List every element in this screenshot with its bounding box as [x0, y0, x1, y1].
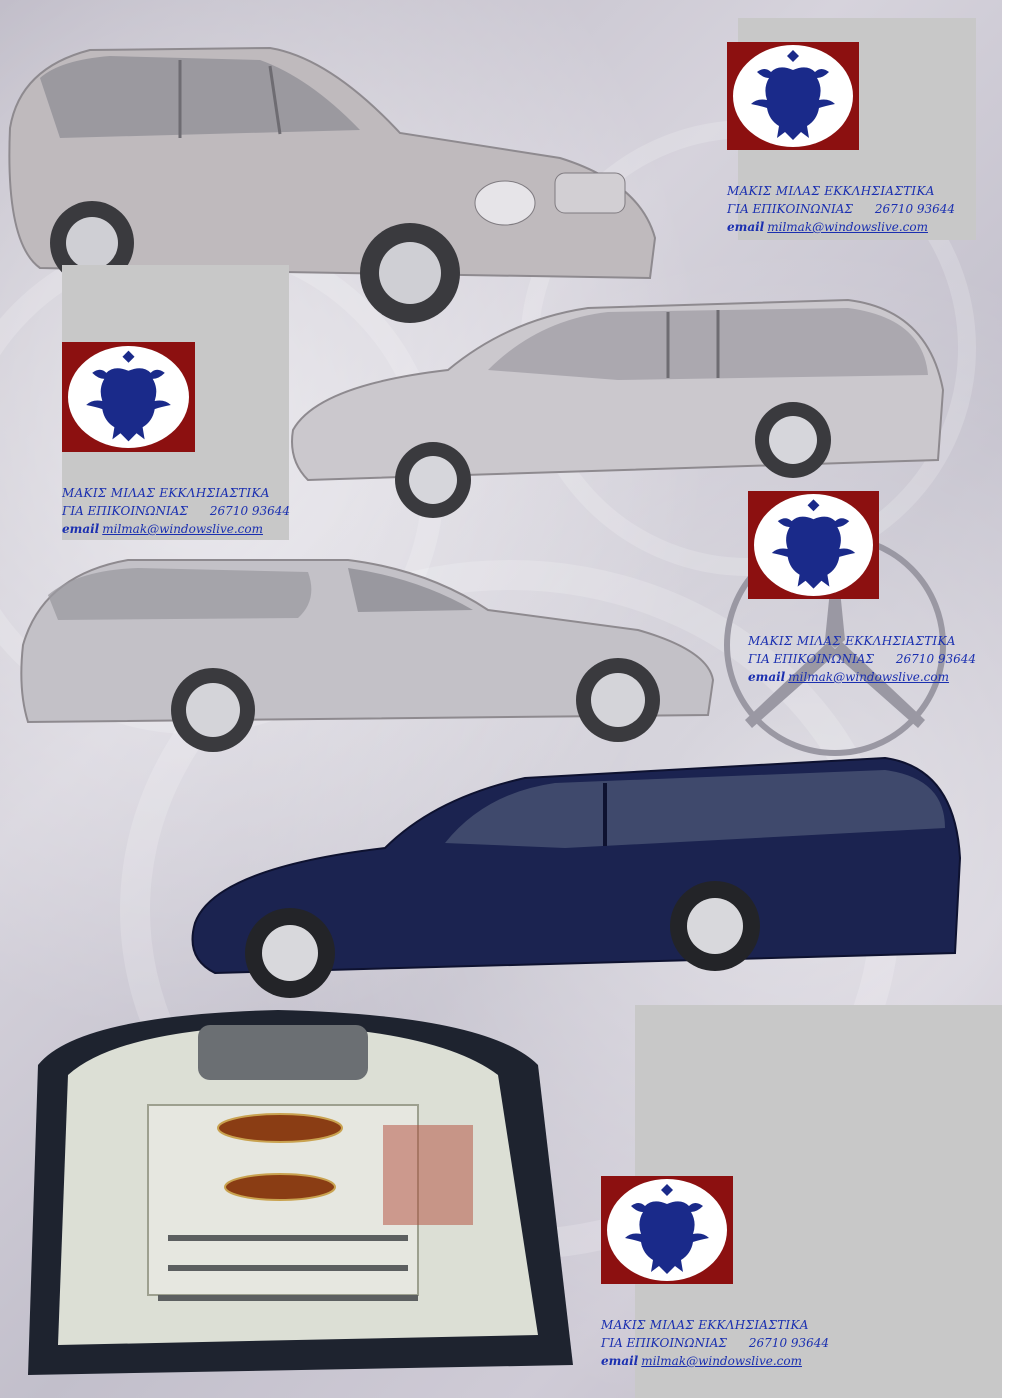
email-link[interactable]: milmak@windowslive.com	[102, 522, 263, 536]
business-name: ΜΑΚΙΣ ΜΙΛΑΣ ΕΚΚΛΗΣΙΑΣΤΙΚΑ	[601, 1318, 809, 1332]
email-label: email	[62, 522, 100, 536]
email-label: email	[601, 1354, 639, 1368]
phone-number: 26710 93644	[895, 652, 977, 666]
phone-row: ΓΙΑ ΕΠΙΚΟΙΝΩΝΙΑΣ 26710 93644	[748, 650, 976, 668]
contact-caption: ΜΑΚΙΣ ΜΙΛΑΣ ΕΚΚΛΗΣΙΑΣΤΙΚΑ ΓΙΑ ΕΠΙΚΟΙΝΩΝΙ…	[727, 182, 955, 236]
phone-number: 26710 93644	[874, 202, 956, 216]
business-name: ΜΑΚΙΣ ΜΙΛΑΣ ΕΚΚΛΗΣΙΑΣΤΙΚΑ	[748, 634, 956, 648]
phone-number: 26710 93644	[209, 504, 291, 518]
double-headed-eagle-icon	[86, 350, 171, 442]
email-label: email	[727, 220, 765, 234]
contact-label: ΓΙΑ ΕΠΙΚΟΙΝΩΝΙΑΣ	[62, 504, 188, 518]
business-name: ΜΑΚΙΣ ΜΙΛΑΣ ΕΚΚΛΗΣΙΑΣΤΙΚΑ	[62, 486, 270, 500]
email-link[interactable]: milmak@windowslive.com	[788, 670, 949, 684]
email-label: email	[748, 670, 786, 684]
car-silver-estate-top	[8, 46, 657, 323]
car-silver-estate-third	[20, 559, 715, 752]
car-silver-estate-second	[291, 298, 945, 518]
car-navy-estate	[191, 756, 962, 998]
eagle-badge	[727, 42, 859, 150]
contact-caption: ΜΑΚΙΣ ΜΙΛΑΣ ΕΚΚΛΗΣΙΑΣΤΙΚΑ ΓΙΑ ΕΠΙΚΟΙΝΩΝΙ…	[748, 632, 976, 686]
email-link[interactable]: milmak@windowslive.com	[767, 220, 928, 234]
contact-label: ΓΙΑ ΕΠΙΚΟΙΝΩΝΙΑΣ	[601, 1336, 727, 1350]
phone-row: ΓΙΑ ΕΠΙΚΟΙΝΩΝΙΑΣ 26710 93644	[727, 200, 955, 218]
contact-label: ΓΙΑ ΕΠΙΚΟΙΝΩΝΙΑΣ	[748, 652, 874, 666]
eagle-badge	[62, 342, 195, 452]
eagle-badge	[601, 1176, 733, 1284]
double-headed-eagle-icon	[751, 50, 835, 140]
contact-caption: ΜΑΚΙΣ ΜΙΛΑΣ ΕΚΚΛΗΣΙΑΣΤΙΚΑ ΓΙΑ ΕΠΙΚΟΙΝΩΝΙ…	[601, 1316, 829, 1370]
contact-caption: ΜΑΚΙΣ ΜΙΛΑΣ ΕΚΚΛΗΣΙΑΣΤΙΚΑ ΓΙΑ ΕΠΙΚΟΙΝΩΝΙ…	[62, 484, 290, 538]
three-pointed-star-logo	[724, 534, 946, 756]
hearse-interior	[28, 1010, 573, 1375]
double-headed-eagle-icon	[771, 499, 856, 589]
eagle-badge	[748, 491, 879, 599]
phone-row: ΓΙΑ ΕΠΙΚΟΙΝΩΝΙΑΣ 26710 93644	[601, 1334, 829, 1352]
phone-row: ΓΙΑ ΕΠΙΚΟΙΝΩΝΙΑΣ 26710 93644	[62, 502, 290, 520]
double-headed-eagle-icon	[625, 1184, 709, 1274]
business-name: ΜΑΚΙΣ ΜΙΛΑΣ ΕΚΚΛΗΣΙΑΣΤΙΚΑ	[727, 184, 935, 198]
contact-label: ΓΙΑ ΕΠΙΚΟΙΝΩΝΙΑΣ	[727, 202, 853, 216]
phone-number: 26710 93644	[748, 1336, 830, 1350]
email-link[interactable]: milmak@windowslive.com	[641, 1354, 802, 1368]
